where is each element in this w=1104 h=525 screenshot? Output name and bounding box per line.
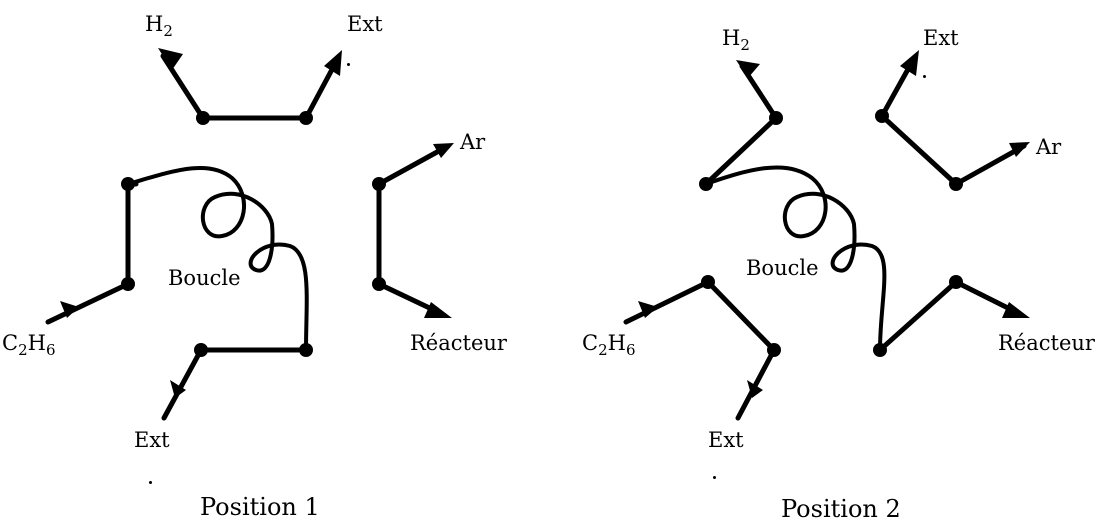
ext-bottom-label: Ext <box>134 428 170 452</box>
position-2-caption: Position 2 <box>781 495 901 523</box>
h2-label: H2 <box>145 12 173 41</box>
h2-to-ext-path <box>160 53 339 121</box>
stray-dot <box>713 476 716 479</box>
ext-bottom-arrowhead <box>170 380 186 398</box>
ext-top-label: Ext <box>347 12 383 36</box>
ar-inlet-arrowhead <box>1009 142 1030 157</box>
valve-port-node <box>121 177 135 191</box>
h2-label: H2 <box>722 26 750 55</box>
c2h6-inlet-arrowhead <box>638 301 658 318</box>
valve-port-node <box>873 343 887 357</box>
sample-loop-path <box>126 165 309 352</box>
ext-bottom-label: Ext <box>708 428 744 452</box>
position-1-caption: Position 1 <box>200 493 320 521</box>
stray-dot <box>347 63 350 66</box>
valve-port-node <box>121 277 135 291</box>
stray-dot <box>923 75 926 78</box>
valve-port-node <box>196 111 210 125</box>
position-2-diagram <box>623 50 1030 421</box>
valve-port-node <box>767 343 781 357</box>
valve-port-node <box>701 275 715 289</box>
c2h6-inlet-path <box>45 181 139 325</box>
valve-port-node <box>949 275 963 289</box>
ar-label: Ar <box>460 130 486 154</box>
ext-bottom-arrowhead <box>747 380 763 398</box>
h2-inlet-arrowhead <box>736 60 760 78</box>
boucle-label: Boucle <box>746 256 819 280</box>
valve-port-node <box>875 109 889 123</box>
ar-inlet-arrowhead <box>433 143 454 158</box>
reactor-path <box>877 279 1019 353</box>
reactor-outlet-arrowhead <box>424 302 452 318</box>
ar-to-ext-path <box>879 59 1027 187</box>
c2h6-inlet-arrowhead <box>60 301 79 318</box>
boucle-label: Boucle <box>168 266 241 290</box>
reacteur-label: Réacteur <box>410 331 507 355</box>
valve-port-node <box>299 111 313 125</box>
ar-label: Ar <box>1036 135 1062 159</box>
ext-outlet-arrowhead <box>900 50 919 76</box>
ext-bottom-path <box>161 347 309 421</box>
position-1-diagram <box>45 48 454 421</box>
c2h6-to-ext-path <box>623 279 777 421</box>
c2h6-label: C2H6 <box>2 331 56 360</box>
valve-port-node <box>699 177 713 191</box>
valve-port-node <box>194 343 208 357</box>
sample-loop-path <box>704 165 887 352</box>
h2-inlet-arrowhead <box>158 48 183 70</box>
ar-to-reactor-path <box>376 143 451 315</box>
ext-outlet-arrowhead <box>324 50 342 76</box>
valve-port-node <box>949 177 963 191</box>
reactor-outlet-arrowhead <box>1002 302 1030 318</box>
valve-port-node <box>372 177 386 191</box>
valve-port-node <box>372 277 386 291</box>
ext-top-label: Ext <box>923 26 959 50</box>
c2h6-label: C2H6 <box>582 331 636 360</box>
valve-port-node <box>299 343 313 357</box>
reacteur-label: Réacteur <box>998 331 1095 355</box>
stray-dot <box>149 481 152 484</box>
valve-port-node <box>769 111 783 125</box>
